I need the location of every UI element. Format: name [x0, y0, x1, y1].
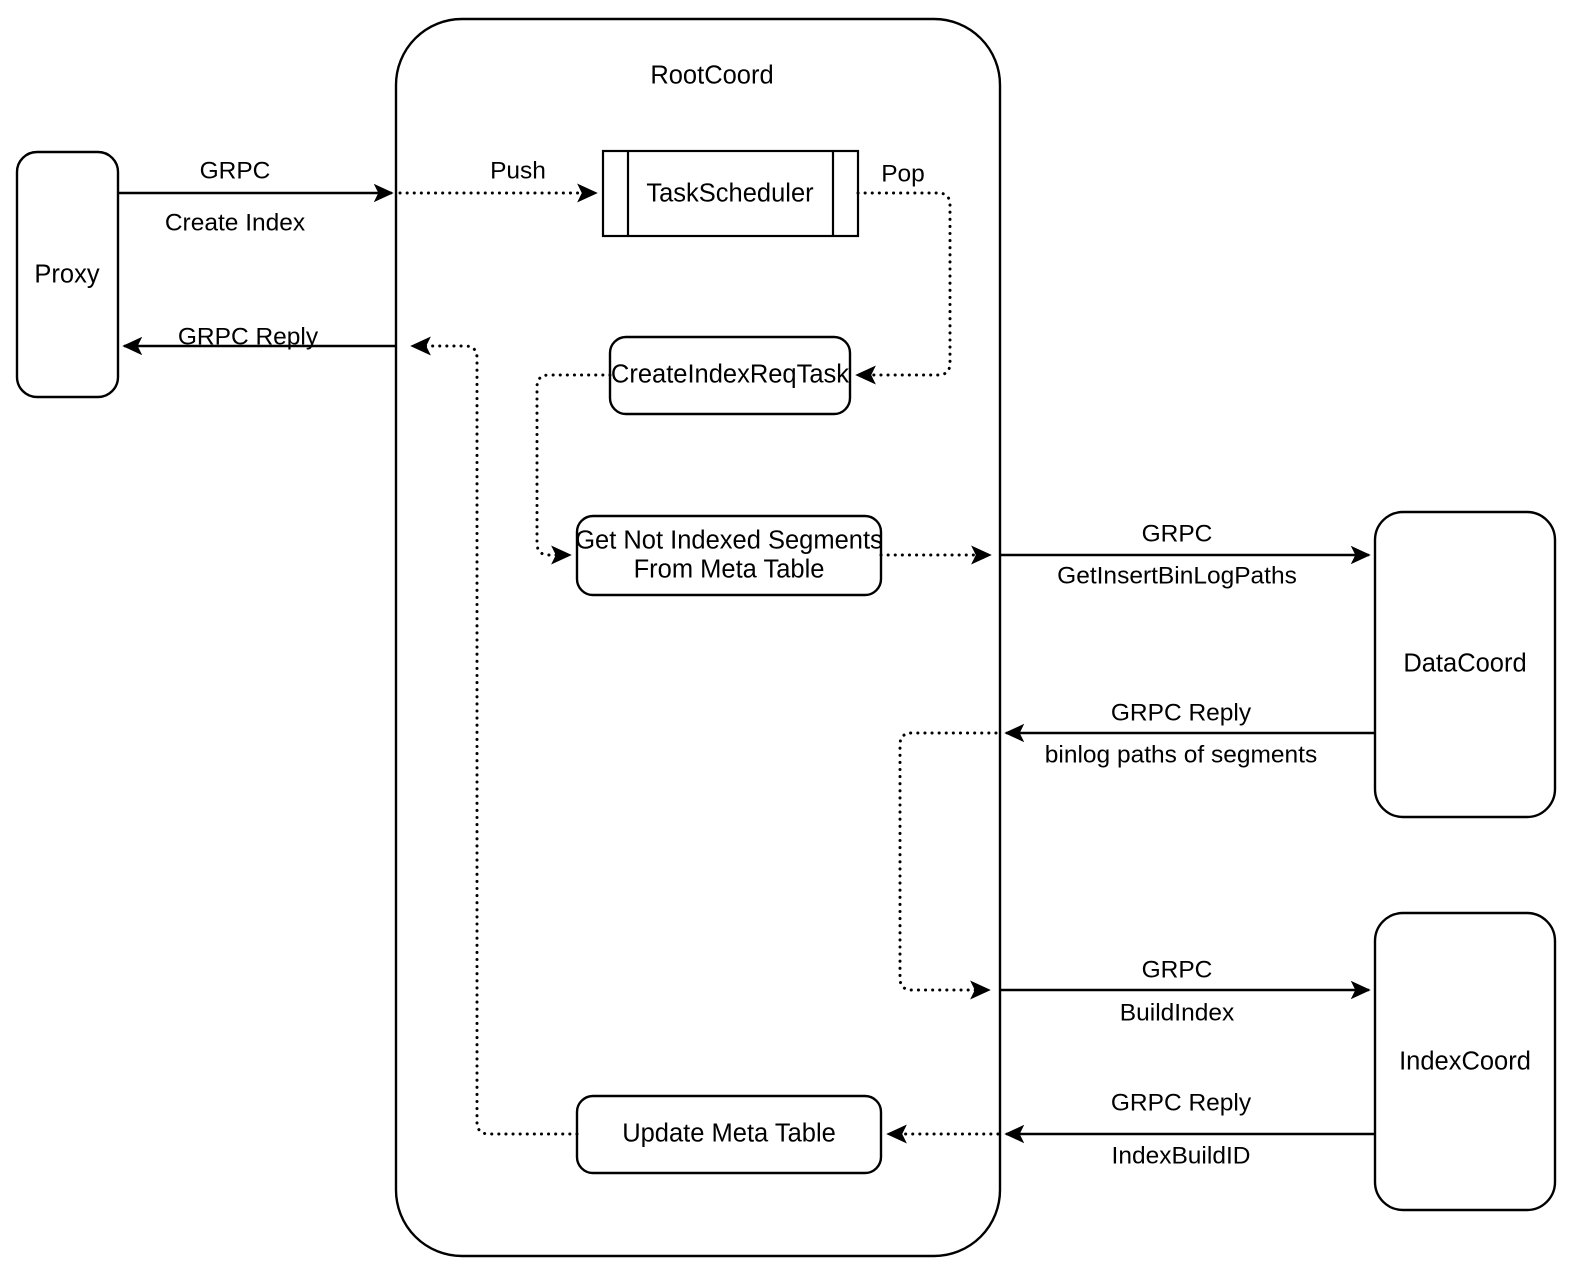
node-datacoord[interactable]: DataCoord [1373, 510, 1557, 819]
datacoord-box[interactable] [1373, 510, 1557, 819]
update-meta-table-label: Update Meta Table [622, 1120, 836, 1148]
edge-binlog-to-buildindex [898, 731, 998, 1000]
edge-label-grpc-reply-indexbuildid-2: IndexBuildID [1112, 1142, 1251, 1169]
container-rootcoord: RootCoord [394, 17, 1002, 1258]
edge-label-grpc-reply-proxy: GRPC Reply [178, 323, 319, 350]
edge-update-meta-table-to-reply [410, 336, 579, 1136]
edge-label-grpc-getinsertbinlogpaths-1: GRPC [1142, 520, 1213, 547]
node-indexcoord[interactable]: IndexCoord [1373, 911, 1557, 1212]
edge-rootcoord-to-proxy: GRPC Reply [122, 323, 396, 356]
node-update-meta-table[interactable]: Update Meta Table [575, 1094, 883, 1175]
node-createindexreqtask[interactable]: CreateIndexReqTask [608, 335, 852, 416]
edge-label-pop: Pop [881, 160, 925, 187]
edge-pop-to-createindexreqtask: Pop [855, 160, 952, 385]
node-taskscheduler[interactable]: TaskScheduler [601, 149, 860, 238]
indexcoord-label: IndexCoord [1399, 1048, 1531, 1076]
datacoord-label: DataCoord [1403, 650, 1526, 678]
edge-proxy-to-rootcoord: GRPC Create Index [118, 157, 394, 236]
edge-push-to-taskscheduler: Push [398, 157, 598, 203]
edge-label-grpc-reply-binlog-2: binlog paths of segments [1045, 741, 1317, 768]
edge-label-grpc-reply-binlog-1: GRPC Reply [1111, 699, 1252, 726]
get-not-indexed-segments-label-line2: From Meta Table [634, 556, 825, 584]
proxy-label: Proxy [34, 261, 99, 289]
edge-rootcoord-to-datacoord: GRPC GetInsertBinLogPaths [1000, 520, 1371, 589]
edge-indexcoord-to-rootcoord: GRPC Reply IndexBuildID [1004, 1089, 1375, 1169]
taskscheduler-label: TaskScheduler [646, 180, 814, 208]
indexcoord-box[interactable] [1373, 911, 1557, 1212]
createindexreqtask-label: CreateIndexReqTask [611, 361, 849, 389]
rootcoord-label: RootCoord [650, 62, 773, 90]
edge-label-grpc-buildindex-1: GRPC [1142, 956, 1213, 983]
edge-update-meta-table-to-reply-line [410, 336, 579, 1136]
edge-label-push: Push [490, 157, 546, 184]
get-not-indexed-segments-label-line1: Get Not Indexed Segments [575, 527, 883, 555]
edge-label-grpc-create-index-2: Create Index [165, 209, 305, 236]
node-proxy[interactable]: Proxy [15, 150, 120, 399]
edge-binlog-to-buildindex-line [898, 731, 998, 1000]
node-get-not-indexed-segments[interactable]: Get Not Indexed Segments From Meta Table [575, 514, 883, 597]
edge-label-grpc-create-index-1: GRPC [200, 157, 271, 184]
proxy-box[interactable] [15, 150, 120, 399]
edge-label-grpc-reply-indexbuildid-1: GRPC Reply [1111, 1089, 1252, 1116]
rootcoord-boundary [394, 17, 1002, 1258]
edge-label-grpc-getinsertbinlogpaths-2: GetInsertBinLogPaths [1057, 562, 1297, 589]
edge-pop-line [855, 191, 952, 385]
edge-rootcoord-to-indexcoord: GRPC BuildIndex [1000, 956, 1371, 1026]
edge-datacoord-to-rootcoord: GRPC Reply binlog paths of segments [1004, 699, 1375, 768]
edge-label-grpc-buildindex-2: BuildIndex [1120, 999, 1234, 1026]
